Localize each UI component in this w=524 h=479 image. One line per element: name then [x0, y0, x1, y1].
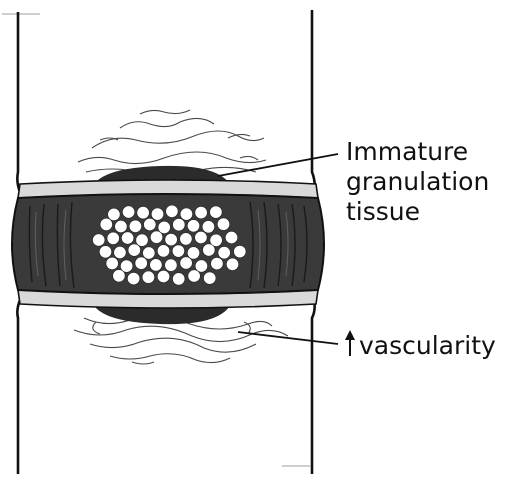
cell [218, 247, 230, 259]
left-wall-upper [17, 12, 20, 192]
cell [180, 208, 192, 220]
right-wall-upper [312, 10, 315, 192]
cell [187, 220, 199, 232]
cell [99, 246, 111, 258]
cell [135, 257, 147, 269]
cell [180, 233, 192, 245]
cell [157, 245, 169, 257]
label-granulation: granulation [346, 167, 489, 196]
left-wall-lower [17, 300, 20, 474]
cell [157, 270, 169, 282]
cell [150, 259, 162, 271]
cell [166, 205, 178, 217]
label-immature: Immature [346, 137, 468, 166]
leader-line-vascularity [238, 332, 338, 344]
cell [127, 272, 139, 284]
cell [165, 259, 177, 271]
up-arrow-icon [345, 330, 355, 356]
cell [100, 218, 112, 230]
cell [129, 220, 141, 232]
cell [225, 231, 237, 243]
cell [113, 270, 125, 282]
cell [122, 206, 134, 218]
cell [142, 271, 154, 283]
cell [108, 208, 120, 220]
cell [195, 231, 207, 243]
scribble [140, 110, 190, 114]
cell [107, 232, 119, 244]
cell [187, 247, 199, 259]
leader-line-granulation [218, 154, 338, 176]
label-tissue: tissue [346, 197, 420, 226]
cell [173, 219, 185, 231]
cell [137, 207, 149, 219]
cell [144, 218, 156, 230]
cell [121, 232, 133, 244]
label-vascularity: vascularity [359, 331, 496, 360]
cell [93, 234, 105, 246]
cell [195, 206, 207, 218]
cell [204, 272, 216, 284]
cell [115, 220, 127, 232]
cell [202, 221, 214, 233]
cell [226, 258, 238, 270]
cell [234, 245, 246, 257]
cell [211, 257, 223, 269]
cell [217, 218, 229, 230]
scribble [120, 118, 214, 128]
scribble [78, 152, 266, 164]
cell [151, 208, 163, 220]
scribble [110, 354, 230, 363]
cell [128, 244, 140, 256]
cell [203, 244, 215, 256]
cell [143, 247, 155, 259]
cell [210, 206, 222, 218]
cell [114, 246, 126, 258]
cell [150, 231, 162, 243]
cell [173, 273, 185, 285]
cell [165, 233, 177, 245]
cell [180, 257, 192, 269]
cell [188, 270, 200, 282]
cell [172, 245, 184, 257]
cell [106, 257, 118, 269]
right-wall-lower [312, 300, 315, 474]
